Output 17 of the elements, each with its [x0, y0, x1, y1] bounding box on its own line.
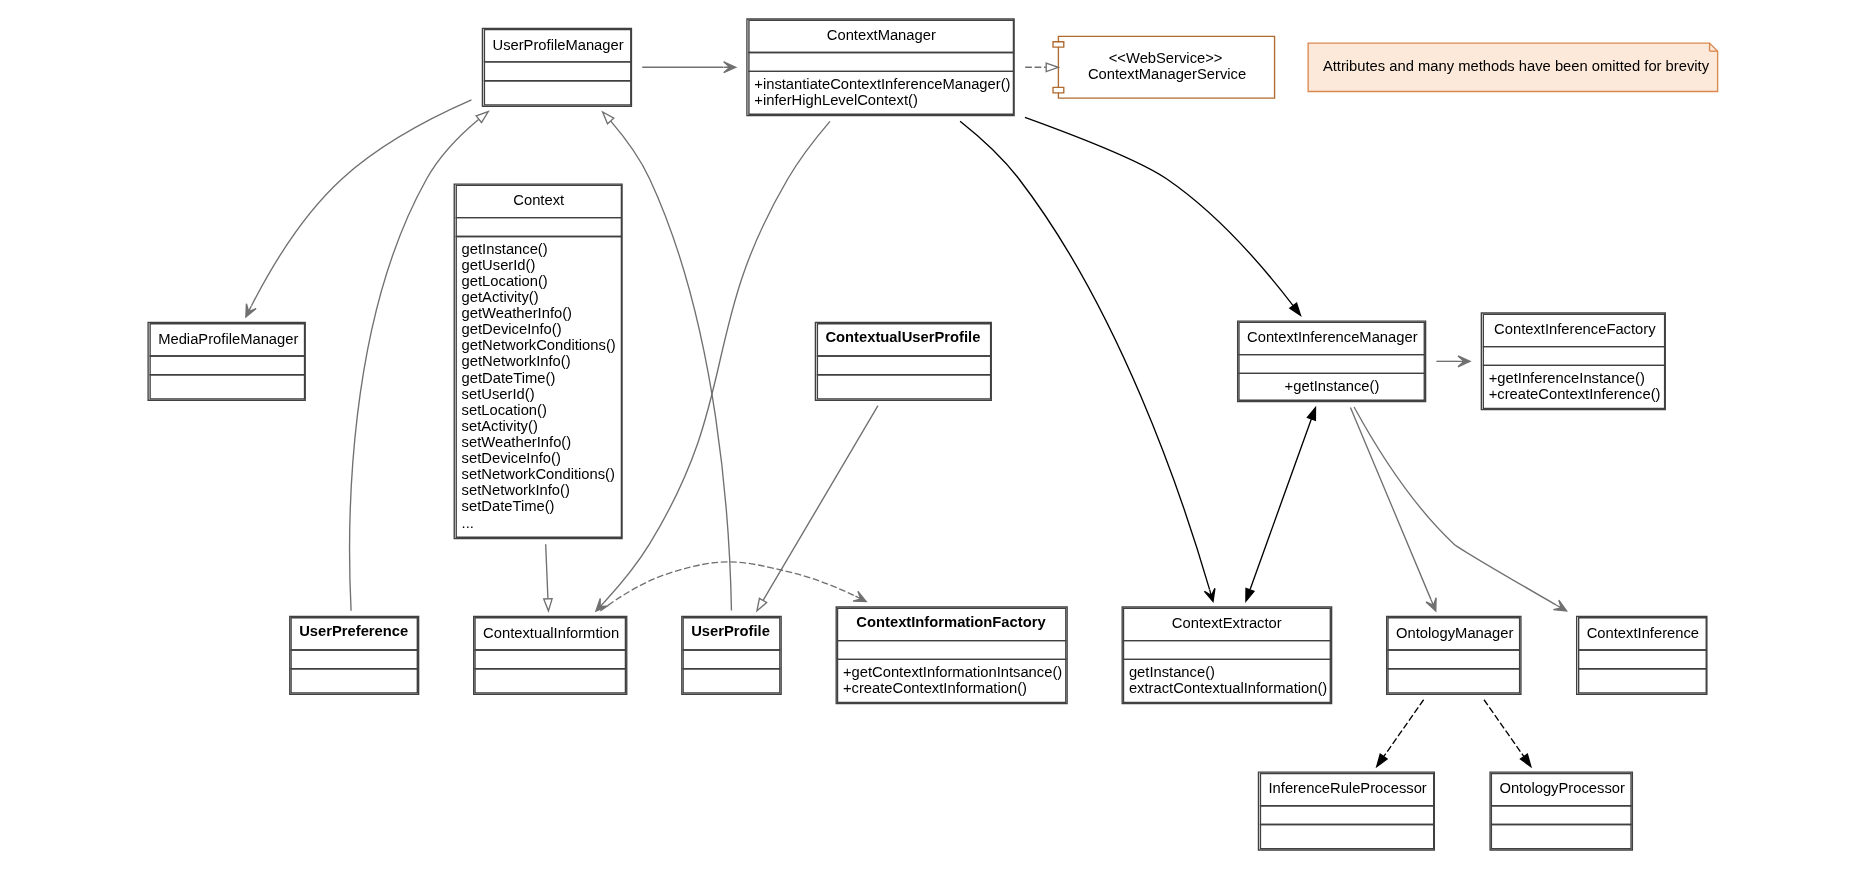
arrow [641, 61, 736, 74]
arrow [958, 120, 1216, 603]
arrow [542, 543, 553, 613]
arrow [1023, 116, 1302, 317]
arrow [1244, 405, 1316, 604]
arrow [1482, 699, 1532, 769]
arrow [1352, 406, 1567, 612]
arrow [600, 110, 732, 612]
arrow [244, 99, 472, 318]
arrow [348, 110, 490, 612]
arrow [1435, 355, 1471, 368]
arrow [599, 561, 867, 612]
arrow [1375, 699, 1424, 769]
arrow [755, 405, 879, 613]
arrow [1024, 62, 1060, 73]
arrow [1349, 406, 1437, 612]
arrow [594, 120, 831, 612]
